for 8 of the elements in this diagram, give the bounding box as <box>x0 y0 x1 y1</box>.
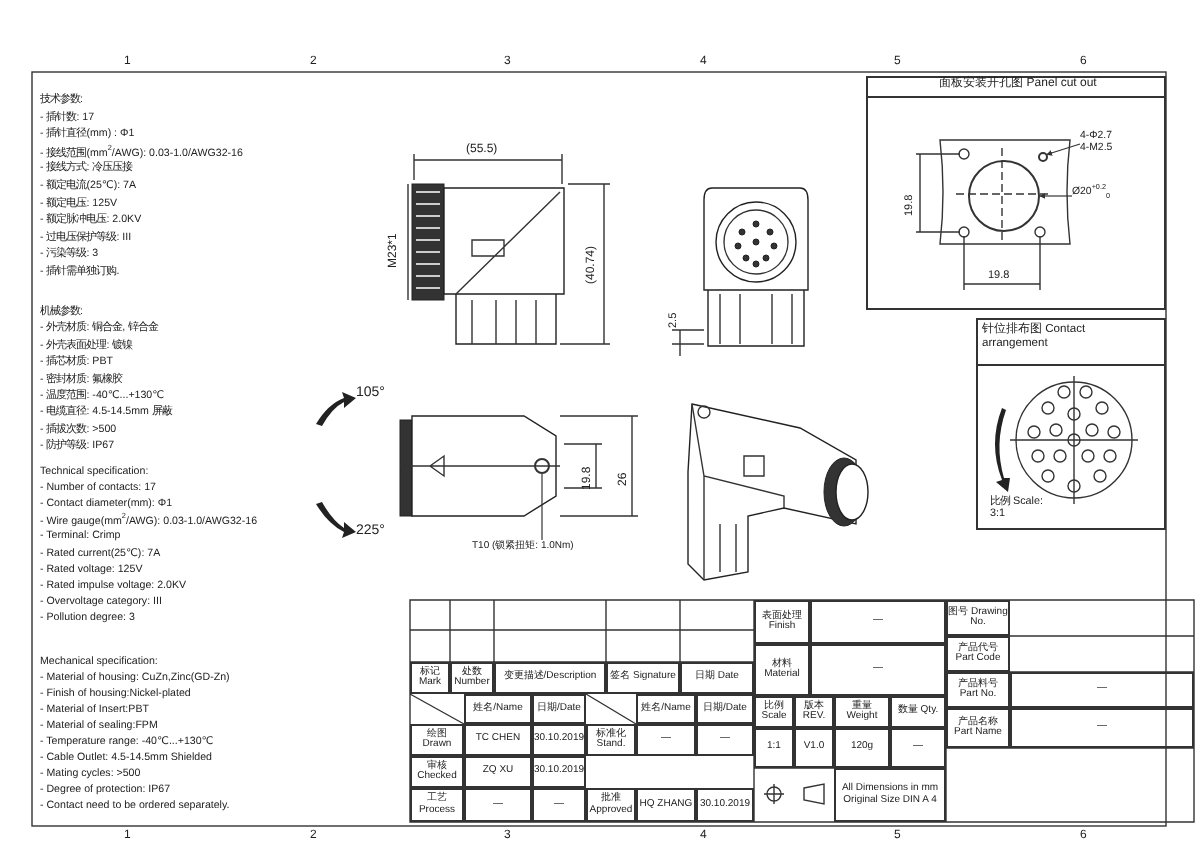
panel-cutout-frame <box>866 76 1166 310</box>
leader-line <box>541 473 543 541</box>
leader-line <box>1039 193 1073 199</box>
leader-line <box>1046 143 1081 156</box>
contact-arrangement-frame <box>976 318 1166 530</box>
screw-head <box>534 458 550 474</box>
mounting-hole <box>1037 151 1047 161</box>
cutout-circle <box>968 160 1040 232</box>
